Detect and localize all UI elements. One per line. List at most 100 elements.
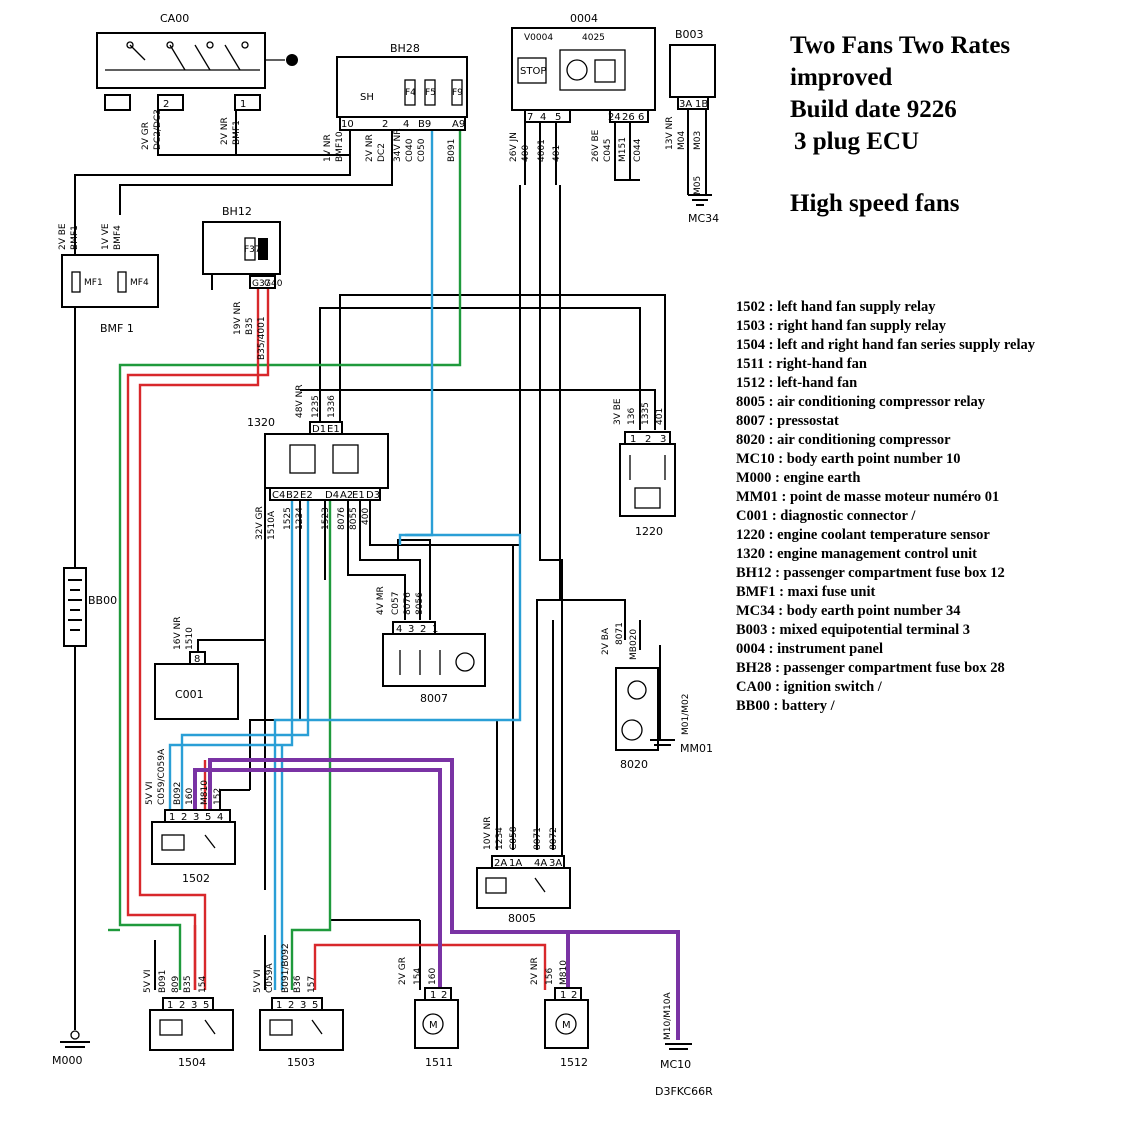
- svg-text:3: 3: [408, 624, 414, 635]
- svg-text:1510A: 1510A: [267, 510, 277, 540]
- svg-text:BMF1: BMF1: [232, 120, 242, 145]
- fan-1512: 1 2 M 1512: [544, 987, 589, 1069]
- svg-text:1234: 1234: [495, 827, 505, 850]
- svg-text:1502: 1502: [182, 872, 210, 885]
- svg-text:0004: 0004: [570, 12, 598, 25]
- ignition-switch-ca00: CA00 2 1: [96, 12, 298, 111]
- svg-text:B092: B092: [173, 782, 183, 805]
- legend-item: 1502 : left hand fan supply relay: [736, 299, 936, 315]
- ac-relay-8005: 2A 1A 4A 3A 8005: [476, 855, 571, 925]
- svg-text:1: 1: [630, 434, 636, 445]
- svg-text:1511: 1511: [425, 1056, 453, 1069]
- svg-text:2: 2: [179, 1000, 185, 1011]
- svg-text:4025: 4025: [582, 33, 605, 43]
- svg-text:F4: F4: [405, 88, 416, 98]
- svg-text:M810: M810: [200, 780, 210, 805]
- svg-text:3: 3: [193, 812, 199, 823]
- svg-text:B091: B091: [447, 139, 457, 162]
- svg-text:154: 154: [198, 976, 208, 993]
- svg-text:E2: E2: [300, 490, 313, 501]
- wire-labels: 2V GR DC2/DC3 2V NR BMF1 1V NR BMF10 2V …: [58, 109, 703, 1040]
- svg-text:5V VI: 5V VI: [143, 969, 153, 993]
- legend-item: 8007 : pressostat: [736, 413, 839, 429]
- legend-item: 0004 : instrument panel: [736, 641, 884, 657]
- svg-text:1: 1: [167, 1000, 173, 1011]
- svg-text:C045: C045: [603, 139, 613, 162]
- svg-text:C001: C001: [175, 688, 204, 701]
- svg-text:34V NR: 34V NR: [393, 129, 403, 162]
- svg-text:8076: 8076: [337, 507, 347, 530]
- ecu-1320: 1320 D1 E1 C4 B2 E2 D4 A2 E1 D3: [247, 416, 389, 501]
- title-line-2: improved: [790, 64, 893, 91]
- black-wires: [74, 110, 707, 1030]
- svg-text:2V NR: 2V NR: [530, 957, 540, 985]
- svg-text:BMF4: BMF4: [113, 225, 123, 250]
- svg-text:C050: C050: [417, 138, 427, 162]
- svg-text:E1: E1: [352, 490, 365, 501]
- svg-text:G40: G40: [264, 279, 283, 289]
- svg-text:1: 1: [430, 990, 436, 1001]
- svg-text:32V GR: 32V GR: [255, 506, 265, 540]
- svg-text:2V GR: 2V GR: [398, 957, 408, 985]
- svg-text:M151: M151: [618, 137, 628, 162]
- svg-text:2: 2: [420, 624, 426, 635]
- legend-item: 1503 : right hand fan supply relay: [736, 318, 947, 334]
- svg-text:2: 2: [441, 990, 447, 1001]
- svg-text:401: 401: [655, 408, 665, 425]
- svg-text:V0004: V0004: [524, 33, 553, 43]
- svg-text:1503: 1503: [287, 1056, 315, 1069]
- svg-text:154: 154: [413, 968, 423, 985]
- svg-text:C057: C057: [391, 592, 401, 615]
- svg-text:6: 6: [638, 112, 644, 123]
- svg-text:1: 1: [276, 1000, 282, 1011]
- legend-item: MC10 : body earth point number 10: [736, 451, 961, 467]
- svg-text:2: 2: [181, 812, 187, 823]
- svg-text:B003: B003: [675, 28, 704, 41]
- svg-text:10: 10: [341, 119, 354, 130]
- svg-text:4: 4: [540, 112, 546, 123]
- svg-text:3A: 3A: [549, 858, 562, 869]
- svg-text:8055: 8055: [349, 507, 359, 530]
- svg-text:C040: C040: [405, 138, 415, 162]
- svg-text:1V VE: 1V VE: [101, 223, 111, 250]
- svg-text:152: 152: [213, 788, 223, 805]
- svg-text:1523: 1523: [321, 507, 331, 530]
- legend-item: BH12 : passenger compartment fuse box 12: [736, 565, 1005, 581]
- svg-text:1A: 1A: [509, 858, 522, 869]
- svg-text:1335: 1335: [641, 402, 651, 425]
- svg-text:8071: 8071: [615, 622, 625, 645]
- svg-text:2V BE: 2V BE: [58, 223, 68, 250]
- svg-text:16V NR: 16V NR: [173, 617, 183, 650]
- svg-text:4001: 4001: [537, 139, 547, 162]
- svg-text:M000: M000: [52, 1054, 83, 1067]
- svg-text:4A: 4A: [534, 858, 547, 869]
- svg-text:5: 5: [555, 112, 561, 123]
- diagnostic-connector-c001: 8 C001: [154, 651, 239, 720]
- svg-text:48V NR: 48V NR: [295, 385, 305, 418]
- svg-text:B35/4001: B35/4001: [257, 316, 267, 360]
- svg-text:4: 4: [217, 812, 223, 823]
- title-subtitle: High speed fans: [790, 190, 960, 217]
- component-legend: 1502 : left hand fan supply relay 1503 :…: [736, 298, 1035, 716]
- svg-text:1220: 1220: [635, 525, 663, 538]
- svg-text:B36: B36: [293, 975, 303, 993]
- legend-item: BMF1 : maxi fuse unit: [736, 584, 876, 600]
- legend-item: 8020 : air conditioning compressor: [736, 432, 951, 448]
- drawing-reference: D3FKC66R: [655, 1085, 713, 1098]
- maxi-fuse-bmf1: MF1 MF4 BMF 1: [61, 254, 159, 335]
- svg-text:BH12: BH12: [222, 205, 252, 218]
- fan-1511: 1 2 M 1511: [414, 987, 459, 1069]
- battery-bb00: BB00: [63, 567, 117, 647]
- svg-text:C4: C4: [272, 490, 285, 501]
- svg-text:24: 24: [608, 112, 621, 123]
- svg-text:7: 7: [527, 112, 533, 123]
- legend-item: 1320 : engine management control unit: [736, 546, 977, 562]
- legend-item: MC34 : body earth point number 34: [736, 603, 961, 619]
- svg-text:2V NR: 2V NR: [365, 134, 375, 162]
- svg-text:19V NR: 19V NR: [233, 302, 243, 335]
- earth-mc34: MC34: [688, 194, 719, 225]
- svg-text:160: 160: [185, 788, 195, 805]
- svg-text:3: 3: [300, 1000, 306, 1011]
- purple-wires: [193, 758, 680, 1040]
- svg-text:MC10: MC10: [660, 1058, 691, 1071]
